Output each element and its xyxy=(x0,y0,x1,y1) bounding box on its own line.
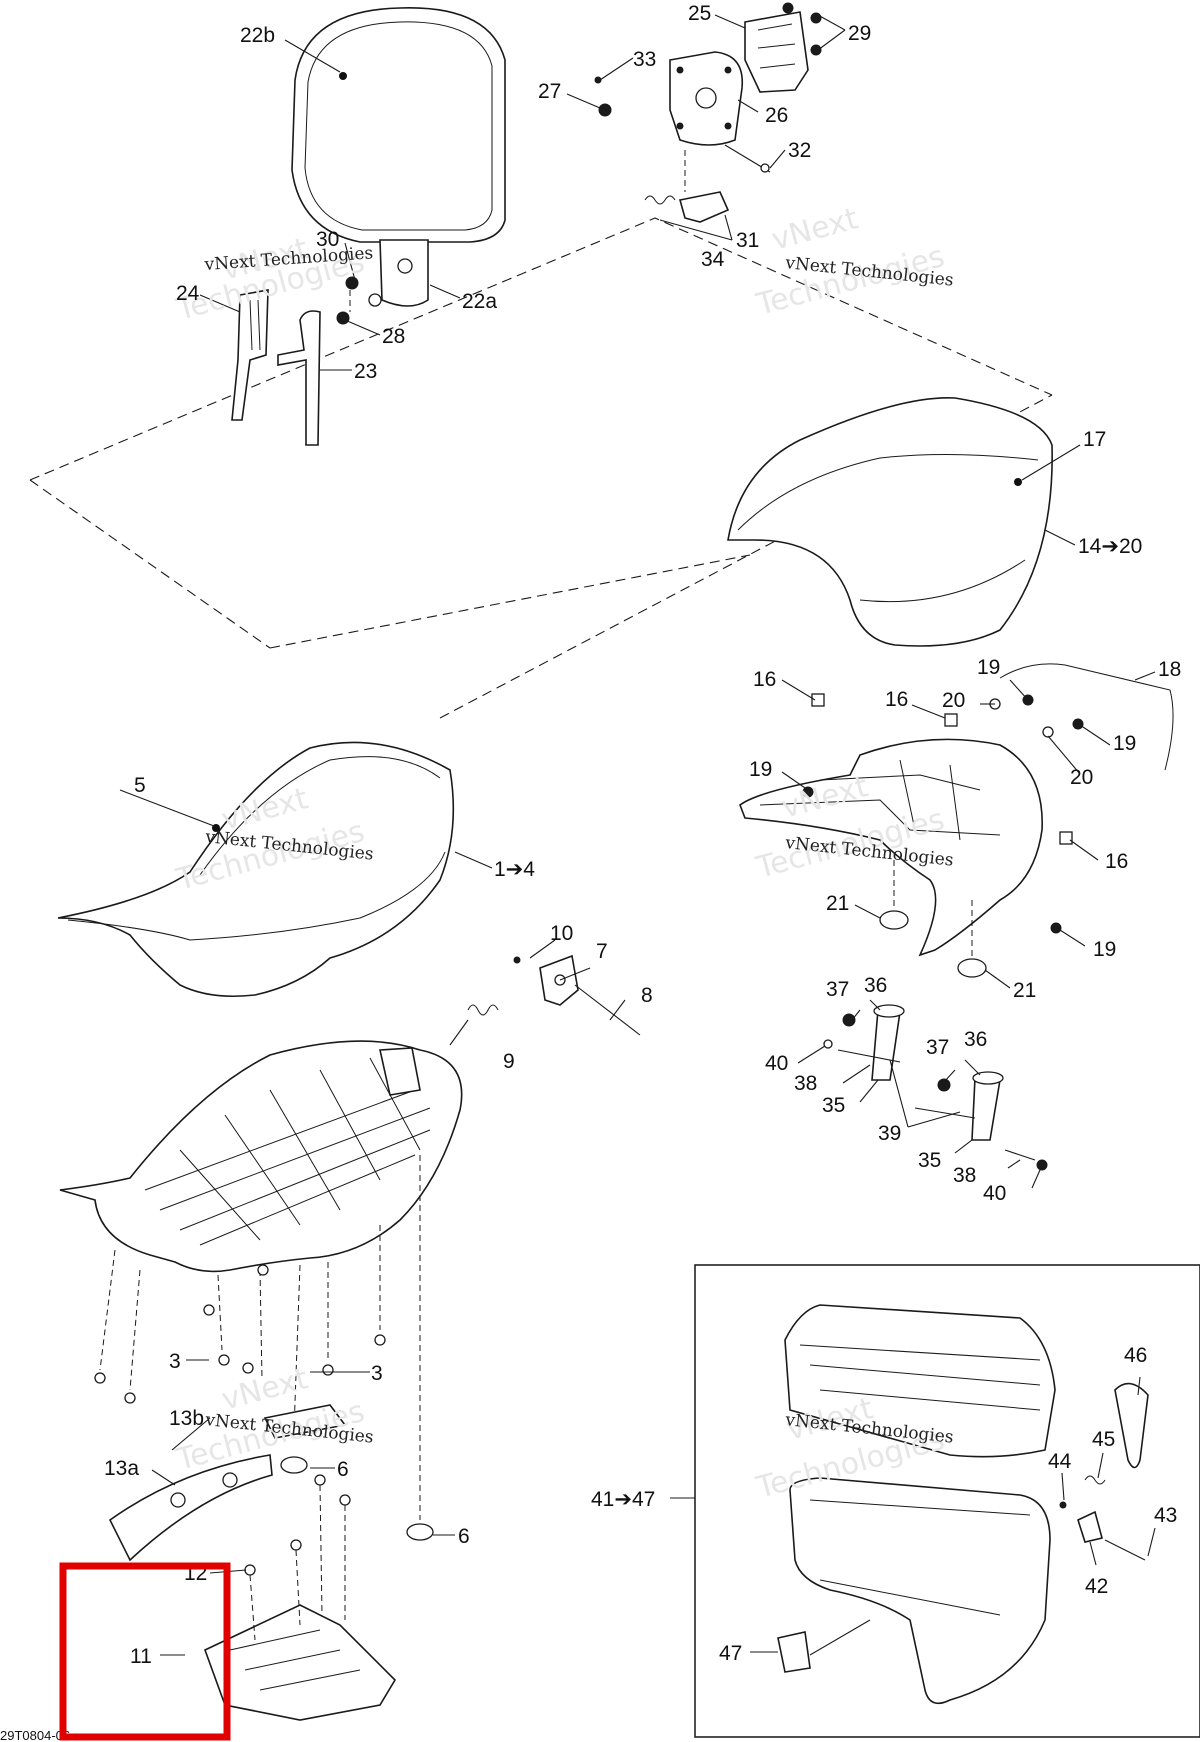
callout-44: 44 xyxy=(1048,1450,1072,1473)
passenger-seat-17 xyxy=(727,397,1053,647)
callout-45: 45 xyxy=(1092,1428,1115,1451)
callout-38: 38 xyxy=(794,1072,817,1095)
callout-40: 40 xyxy=(765,1052,788,1075)
highlight-box xyxy=(59,1562,231,1741)
backrest-22b xyxy=(291,7,506,307)
backrest-post-24 xyxy=(231,289,269,421)
rider-seat-5 xyxy=(57,741,455,998)
callout-19: 19 xyxy=(1093,938,1116,961)
callout-19: 19 xyxy=(749,758,772,781)
hinge-bracket-25 xyxy=(744,2,822,93)
callout-32: 32 xyxy=(788,139,811,162)
hardware-16-19-20-21 xyxy=(802,693,1084,978)
callout-28: 28 xyxy=(382,325,405,348)
callout-22a: 22a xyxy=(462,290,497,313)
callout-1-4: 1➔4 xyxy=(494,858,535,881)
callout-16: 16 xyxy=(1105,850,1128,873)
leader-lines xyxy=(119,14,1156,1656)
grommets-6 xyxy=(280,1456,434,1541)
callout-labels: 22b 25 29 33 27 26 32 31 34 30 22a 24 28… xyxy=(104,2,1181,1668)
callout-21: 21 xyxy=(1013,979,1036,1002)
plate-11-fasteners-12 xyxy=(203,1474,397,1721)
rider-seat-base xyxy=(59,1040,463,1273)
callout-36: 36 xyxy=(964,1028,987,1051)
callout-8: 8 xyxy=(641,984,653,1007)
callout-29: 29 xyxy=(848,22,871,45)
callout-25: 25 xyxy=(688,2,711,25)
callout-9: 9 xyxy=(503,1050,515,1073)
latch-7-8-9-10 xyxy=(449,954,641,1046)
callout-7: 7 xyxy=(596,940,608,963)
callout-30: 30 xyxy=(316,228,339,251)
callout-38: 38 xyxy=(953,1164,976,1187)
callout-22b: 22b xyxy=(240,24,275,47)
backrest-post-23 xyxy=(277,310,321,446)
callout-17: 17 xyxy=(1083,428,1106,451)
callout-11: 11 xyxy=(130,1645,152,1668)
callout-40: 40 xyxy=(983,1182,1006,1205)
callout-21: 21 xyxy=(826,892,849,915)
callout-39: 39 xyxy=(878,1122,901,1145)
callout-6: 6 xyxy=(337,1458,349,1481)
callout-20: 20 xyxy=(1070,766,1093,789)
callout-14-20: 14➔20 xyxy=(1078,535,1142,558)
callout-18: 18 xyxy=(1158,658,1181,681)
grab-handle-18 xyxy=(999,663,1174,771)
callout-19: 19 xyxy=(1113,732,1136,755)
callout-24: 24 xyxy=(176,282,200,305)
dashed-fastener-lines xyxy=(99,1155,421,1520)
callout-13a: 13a xyxy=(104,1457,139,1480)
callout-16: 16 xyxy=(753,668,776,691)
callout-26: 26 xyxy=(765,104,788,127)
callout-35: 35 xyxy=(822,1094,845,1117)
callout-20: 20 xyxy=(942,689,965,712)
callout-36: 36 xyxy=(864,974,887,997)
callout-10: 10 xyxy=(550,922,573,945)
passenger-base xyxy=(739,738,1043,957)
callout-41-47: 41➔47 xyxy=(591,1488,655,1511)
storage-kit-inset xyxy=(694,1264,1200,1738)
callout-23: 23 xyxy=(354,360,377,383)
callout-16: 16 xyxy=(885,688,908,711)
callout-6: 6 xyxy=(458,1525,470,1548)
callout-34: 34 xyxy=(701,248,725,271)
callout-13b: 13b xyxy=(169,1407,204,1430)
callout-27: 27 xyxy=(538,80,561,103)
callout-42: 42 xyxy=(1085,1575,1108,1598)
callout-35: 35 xyxy=(918,1149,941,1172)
plates-13a-13b xyxy=(108,1404,347,1562)
callout-3: 3 xyxy=(169,1350,181,1373)
hardware-27-33-32 xyxy=(594,76,771,173)
callout-37: 37 xyxy=(826,978,849,1001)
callout-5: 5 xyxy=(134,774,146,797)
support-tubes-35-40 xyxy=(823,1004,1048,1171)
watermark-overlay: vNext xyxy=(768,201,862,258)
callout-37: 37 xyxy=(926,1036,949,1059)
figure-reference-code: 29T0804-06 xyxy=(0,1728,70,1742)
callout-31: 31 xyxy=(736,229,759,252)
callout-43: 43 xyxy=(1154,1504,1177,1527)
mounting-plate-26 xyxy=(669,51,744,146)
callout-47: 47 xyxy=(719,1642,742,1665)
callout-33: 33 xyxy=(633,48,656,71)
latch-31-spring-34 xyxy=(644,150,730,223)
callout-19: 19 xyxy=(977,656,1000,679)
watermark-overlay: vNext xyxy=(218,1361,312,1418)
callout-46: 46 xyxy=(1124,1344,1147,1367)
callout-3: 3 xyxy=(371,1362,383,1385)
